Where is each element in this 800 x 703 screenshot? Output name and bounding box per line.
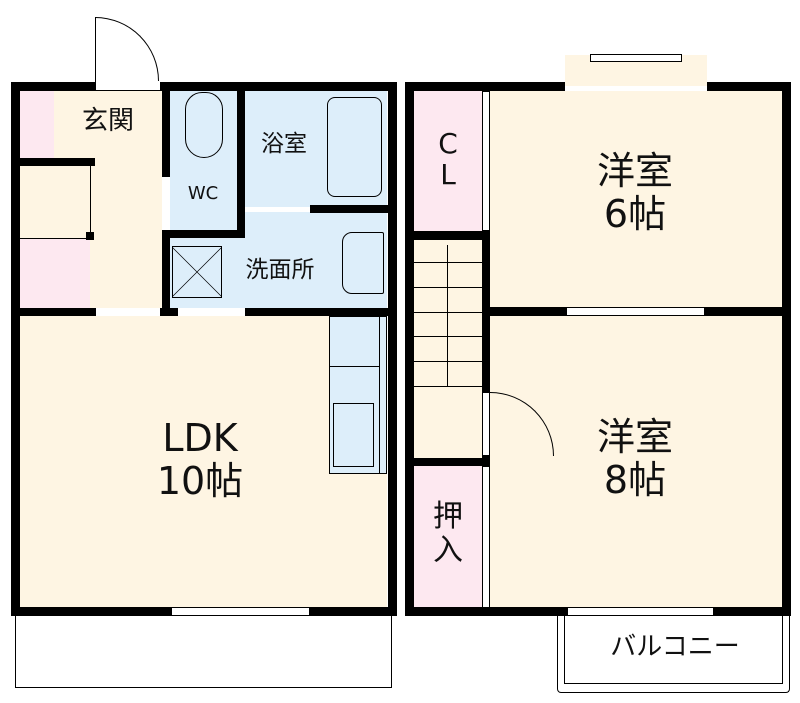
oshiire-room [414, 466, 482, 608]
kitchen-divider [329, 366, 379, 367]
washbasin-icon [342, 232, 384, 294]
wall [705, 307, 791, 316]
stair-line [414, 361, 482, 362]
ldk-room [20, 316, 387, 608]
wall [310, 308, 397, 316]
oshiire-label: 押 入 [433, 499, 463, 568]
western-8-room [490, 316, 782, 608]
western-8-label: 洋室 8帖 [596, 415, 673, 502]
wall [707, 82, 791, 91]
balcony-inner [564, 616, 783, 684]
stair-room [414, 240, 482, 458]
wall [11, 308, 96, 316]
stair-line [414, 262, 482, 263]
genkan-label: 玄関 [81, 106, 134, 136]
bathtub-icon [327, 97, 382, 197]
balcony-window[interactable] [567, 607, 714, 616]
interior-window[interactable] [566, 307, 705, 316]
genkan-storage [20, 90, 54, 158]
balcony-area [557, 616, 790, 693]
western-6-label: 洋室 6帖 [596, 149, 673, 236]
wall [86, 232, 94, 240]
stair-center-line [447, 245, 448, 386]
bedroom-door-opening [482, 392, 490, 456]
balcony-label: バルコニー [610, 632, 740, 662]
wall [405, 458, 490, 466]
entry-door[interactable] [95, 17, 159, 81]
oshiire-door[interactable] [482, 466, 490, 608]
stair-area [20, 166, 90, 238]
wall [482, 82, 490, 616]
wall [11, 158, 95, 166]
wall [405, 231, 490, 240]
wall [245, 308, 310, 316]
wall [310, 607, 397, 616]
entry-opening [96, 82, 160, 91]
closet-room [414, 91, 482, 231]
stair-line [414, 336, 482, 337]
wall [160, 82, 397, 91]
kitchen-sink-icon [333, 403, 374, 467]
wall [162, 82, 170, 177]
wall [310, 205, 397, 213]
bath-label: 浴室 [261, 131, 307, 157]
western-6-room [490, 91, 782, 307]
terrace-outline [15, 616, 392, 688]
closet-label: C L [438, 127, 458, 192]
wall [490, 307, 566, 316]
bath-room [245, 90, 387, 207]
wall [160, 308, 178, 316]
ldk-label: LDK 10帖 [156, 416, 244, 503]
entry-door-leaf [95, 17, 96, 82]
wall [11, 607, 171, 616]
kitchen-counter [329, 316, 387, 474]
wall [11, 82, 96, 91]
wc-room [170, 90, 237, 232]
bay-window[interactable] [590, 54, 682, 62]
stair-line [414, 287, 482, 288]
stair-storage [20, 238, 90, 308]
wall [405, 82, 414, 616]
wc-label: WC [187, 183, 219, 204]
ldk-window[interactable] [171, 607, 310, 616]
wall [11, 82, 20, 615]
toilet-icon [185, 92, 223, 158]
wall [162, 230, 170, 316]
stair-line [414, 312, 482, 313]
washroom-label: 洗面所 [245, 257, 315, 283]
wall [388, 82, 397, 615]
kitchen-edge [379, 316, 380, 474]
wall [782, 82, 791, 616]
stair-line [414, 386, 482, 387]
wall [237, 82, 245, 237]
closet-door[interactable] [482, 91, 490, 231]
wall [714, 607, 791, 616]
stair-line [20, 238, 90, 239]
wall [170, 230, 245, 238]
laundry-pan-icon [172, 246, 222, 298]
stair-line [90, 166, 91, 238]
